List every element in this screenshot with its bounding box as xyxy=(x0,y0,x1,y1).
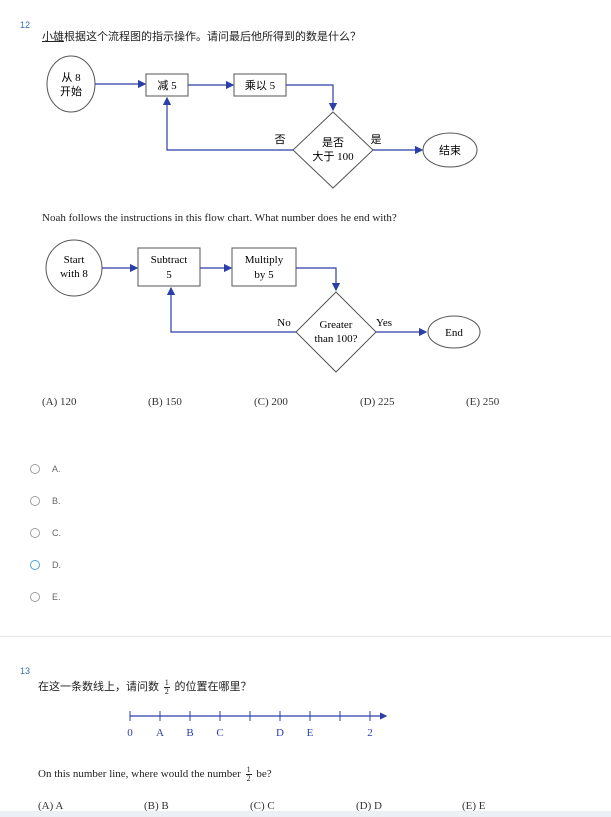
stem-text-after: be? xyxy=(256,768,272,781)
option-label: A. xyxy=(52,464,61,474)
stem-text: 根据这个流程图的指示操作。请问最后他所得到的数是什么？ xyxy=(64,31,361,43)
fraction-one-half: 1 2 xyxy=(163,677,170,696)
flow-decision-label-2: than 100? xyxy=(314,333,357,345)
radio-button[interactable] xyxy=(30,464,40,474)
flow-multiply-label-2: by 5 xyxy=(254,269,274,281)
option-c[interactable]: C. xyxy=(30,528,61,538)
flow-yes-label: Yes xyxy=(376,317,392,329)
option-label: C. xyxy=(52,528,61,538)
question-divider xyxy=(0,636,611,637)
flow-start-label-1: Start xyxy=(64,254,85,266)
tick-label-c: C xyxy=(216,727,223,739)
flow-start-label-2: with 8 xyxy=(60,268,88,280)
stem-text-after: 的位置在哪里？ xyxy=(174,681,252,693)
question-number-13: 13 xyxy=(20,666,31,676)
option-label: D. xyxy=(52,560,61,570)
flow-multiply-node xyxy=(231,247,297,287)
bottom-bar xyxy=(0,811,611,817)
tick-label-b: B xyxy=(186,727,193,739)
flow-start-node xyxy=(46,55,96,113)
answer-choice-c: (C) 200 xyxy=(254,396,288,408)
flow-decision-label-1: Greater xyxy=(320,319,353,331)
flow-decision-label-2: 大于 100 xyxy=(312,149,354,163)
question-number-12: 12 xyxy=(20,20,31,30)
flowchart-english: Start with 8 Subtract 5 Multiply by 5 Gr… xyxy=(45,239,481,373)
radio-button[interactable] xyxy=(30,528,40,538)
tick-label-d: D xyxy=(276,727,284,739)
flowchart-chinese: 从 8 开始 减 5 乘以 5 是否 大于 100 否 是 结束 xyxy=(46,55,478,189)
stem-name-underlined: 小雄 xyxy=(42,31,64,43)
option-e[interactable]: E. xyxy=(30,592,61,602)
answer-choice-b: (B) B xyxy=(144,800,169,812)
option-b[interactable]: B. xyxy=(30,496,61,506)
number-line: 0 A B C D E 2 xyxy=(127,711,388,739)
fraction-denominator: 2 xyxy=(246,774,251,783)
flow-multiply-label: 乘以 5 xyxy=(245,79,276,92)
flow-start-label-2: 开始 xyxy=(60,84,82,98)
flow-subtract-label: 减 5 xyxy=(157,79,177,92)
option-d[interactable]: D. xyxy=(30,560,61,570)
flow-no-label: 否 xyxy=(275,134,286,146)
flow-end-label: 结束 xyxy=(439,144,461,157)
flow-subtract-label-2: 5 xyxy=(166,269,172,281)
radio-button[interactable] xyxy=(30,560,40,570)
answer-choice-c: (C) C xyxy=(250,800,275,812)
flow-subtract-label-1: Subtract xyxy=(151,254,188,266)
fraction-numerator: 1 xyxy=(245,765,252,775)
flow-end-label: End xyxy=(445,327,463,339)
flow-yes-label: 是 xyxy=(371,133,382,146)
answer-choice-e: (E) E xyxy=(462,800,486,812)
fraction-one-half: 1 2 xyxy=(245,765,252,783)
stem-text-before: On this number line, where would the num… xyxy=(38,768,241,781)
question-13-stem-chinese: 在这一条数线上，请问数 1 2 的位置在哪里？ xyxy=(38,678,252,696)
question-13-stem-english: On this number line, where would the num… xyxy=(38,766,272,783)
answer-choice-a: (A) A xyxy=(38,800,64,812)
flow-end-node xyxy=(427,315,481,349)
answer-choice-a: (A) 120 xyxy=(42,396,77,408)
flow-no-label: No xyxy=(277,317,291,329)
tick-label-0: 0 xyxy=(127,727,133,739)
flow-decision-label-1: 是否 xyxy=(322,136,344,149)
flow-decision-node xyxy=(292,111,374,189)
flow-multiply-label-1: Multiply xyxy=(245,254,284,266)
tick-label-a: A xyxy=(156,727,164,739)
answer-choice-d: (D) D xyxy=(356,800,382,812)
option-label: E. xyxy=(52,592,61,602)
option-a[interactable]: A. xyxy=(30,464,61,474)
fraction-numerator: 1 xyxy=(163,677,170,688)
stem-text-before: 在这一条数线上，请问数 xyxy=(38,681,159,693)
question-12-stem-english: Noah follows the instructions in this fl… xyxy=(42,212,397,224)
answer-choice-e: (E) 250 xyxy=(466,396,500,408)
answer-choice-b: (B) 150 xyxy=(148,396,182,408)
flow-start-label-1: 从 8 xyxy=(61,72,81,84)
flow-subtract-node xyxy=(137,247,201,287)
answer-choice-d: (D) 225 xyxy=(360,396,395,408)
radio-button[interactable] xyxy=(30,496,40,506)
fraction-denominator: 2 xyxy=(164,686,169,696)
flow-end-node xyxy=(422,132,478,168)
question-12-stem-chinese: 小雄根据这个流程图的指示操作。请问最后他所得到的数是什么？ xyxy=(42,28,361,44)
tick-label-e: E xyxy=(307,727,314,739)
option-label: B. xyxy=(52,496,61,506)
flow-decision-node xyxy=(295,291,377,373)
tick-label-2: 2 xyxy=(367,727,373,739)
radio-button[interactable] xyxy=(30,592,40,602)
